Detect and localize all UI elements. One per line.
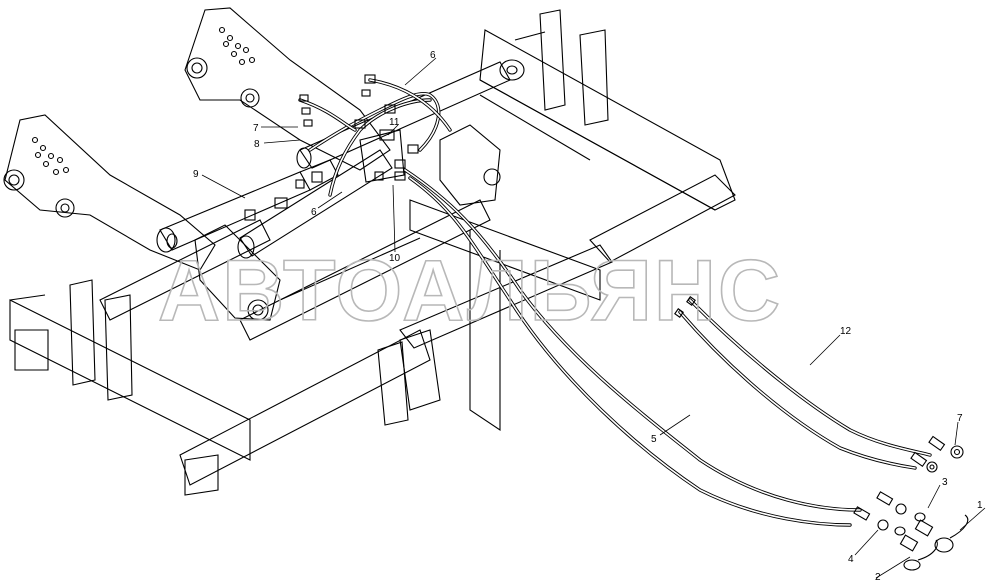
- watermark: АВТОАЛЬЯНС: [158, 243, 782, 339]
- part-3-ring-b: [894, 526, 906, 536]
- rear-arm-holes: [218, 26, 256, 66]
- callout-7-right: 7: [957, 413, 963, 424]
- part-7-nut-b: [926, 461, 938, 473]
- part-1-cap: [903, 514, 969, 571]
- callout-4: 4: [848, 554, 854, 565]
- callout-5: 5: [651, 434, 657, 445]
- cylinder-9: [156, 159, 339, 253]
- callout-11: 11: [389, 117, 400, 128]
- callout-1: 1: [977, 500, 983, 511]
- leader-lines: [201, 57, 986, 579]
- front-arm-holes: [31, 136, 70, 176]
- callout-6-top: 6: [430, 50, 436, 61]
- part-2-coupling: [899, 519, 934, 552]
- callout-10: 10: [389, 253, 401, 264]
- lift-arms: [3, 7, 501, 321]
- callout-3: 3: [942, 477, 948, 488]
- cylinder-upper: [296, 59, 525, 169]
- callout-12: 12: [840, 326, 852, 337]
- hose-end-fittings: [674, 296, 946, 521]
- callout-7-left: 7: [253, 123, 259, 134]
- callout-6-mid: 6: [311, 207, 317, 218]
- fittings: [244, 74, 419, 221]
- hoses: [298, 78, 932, 527]
- callout-labels: 6 7 8 9 11 6 10 12 5 7 3 1 4 2: [193, 50, 983, 583]
- part-4-nut: [877, 503, 907, 531]
- cylinder-lower: [237, 129, 405, 259]
- frame: [9, 9, 736, 496]
- callout-9: 9: [193, 169, 199, 180]
- callout-2: 2: [875, 572, 881, 583]
- part-7-nut: [950, 445, 964, 459]
- callout-8: 8: [254, 139, 260, 150]
- part-3-ring: [914, 512, 926, 522]
